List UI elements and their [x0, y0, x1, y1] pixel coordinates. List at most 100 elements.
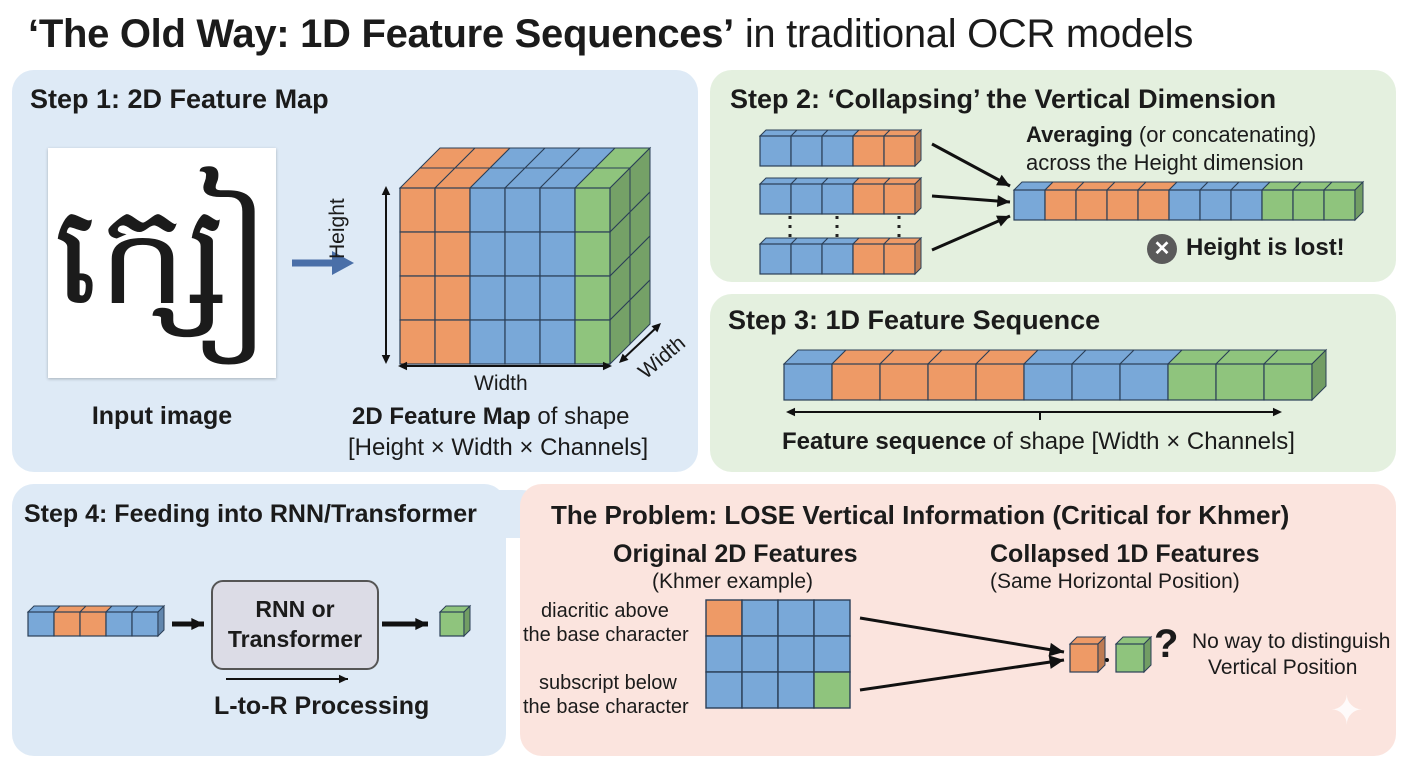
height-axis-label: Height — [326, 198, 349, 259]
step1-heading: Step 1: 2D Feature Map — [30, 84, 329, 114]
input-row-1-cell-2 — [821, 183, 854, 215]
rnn-in-arrow-head — [191, 618, 204, 630]
input-row-2-cell-4 — [883, 243, 916, 275]
averaged-row-cell-9 — [1292, 189, 1325, 221]
input-row-2-cell-3 — [852, 243, 885, 275]
cube-cell-3-2 — [469, 319, 506, 365]
feature-map-shape: [Height × Width × Channels] — [348, 434, 649, 461]
averaged-row-cell-8 — [1261, 189, 1294, 221]
cube-cell-2-1 — [434, 275, 471, 321]
collapse-arrow-2-head — [996, 195, 1010, 207]
sparkle-icon: ✦ — [1330, 689, 1364, 733]
collapse-arrow-1-head — [996, 174, 1010, 186]
sequence-span-right — [1272, 407, 1282, 417]
input-image: ក្សៀ — [48, 148, 276, 378]
input-row-2-cell-1 — [790, 243, 823, 275]
sequence-cell-5 — [1023, 363, 1073, 401]
cube-cell-1-0 — [399, 231, 436, 277]
depth-arrow-a — [619, 353, 629, 363]
rnn-box-line1: RNN or — [255, 596, 335, 622]
cube-cell-2-5 — [574, 275, 611, 321]
cube-cell-2-2 — [469, 275, 506, 321]
original-features-sub: (Khmer example) — [652, 570, 814, 593]
averaging-rest: (or concatenating) — [1132, 122, 1317, 147]
input-row-1-cell-0 — [759, 183, 792, 215]
collapsed-features-title: Collapsed 1D Features — [990, 540, 1260, 568]
grid-cell-1-0 — [705, 635, 743, 673]
cube-cell-2-4 — [539, 275, 576, 321]
step4-heading-bg — [12, 490, 542, 538]
rnn-input-cell-1 — [53, 611, 81, 637]
averaging-bold: Averaging — [1026, 122, 1133, 147]
input-row-2-cell-2 — [821, 243, 854, 275]
collapse-arrow-2 — [931, 194, 1011, 204]
rnn-input-cell-0 — [27, 611, 55, 637]
feature-map-caption: 2D Feature Map of shape — [352, 403, 629, 431]
problem-arrow-bottom-head — [1048, 655, 1064, 669]
grid-cell-0-2 — [777, 599, 815, 637]
sequence-cell-8 — [1167, 363, 1217, 401]
cube-cell-1-1 — [434, 231, 471, 277]
processing-label: L-to-R Processing — [214, 692, 430, 720]
averaging-line2: across the Height dimension — [1026, 150, 1304, 175]
cube-cell-1-5 — [574, 231, 611, 277]
sequence-side — [1311, 348, 1327, 402]
cube-cell-3-0 — [399, 319, 436, 365]
sequence-cell-4 — [975, 363, 1025, 401]
cube-cell-3-5 — [574, 319, 611, 365]
width-arrow-left — [398, 361, 408, 371]
page-title: ‘The Old Way: 1D Feature Sequences’ in t… — [28, 12, 1193, 57]
averaged-row-cell-6 — [1199, 189, 1232, 221]
input-row-1-cell-3 — [852, 183, 885, 215]
averaging-line1: Averaging (or concatenating) — [1026, 122, 1316, 148]
rnn-input-side — [157, 604, 165, 638]
grid-cell-0-3 — [813, 599, 851, 637]
feature-sequence-caption: Feature sequence of shape [Width × Chann… — [782, 428, 1295, 456]
no-way-note-1: No way to distinguish — [1192, 630, 1391, 653]
seq-caption-bold: Feature sequence — [782, 428, 987, 455]
collapse-arrow-3 — [931, 214, 1011, 252]
seq-caption-rest: of shape [Width × Channels] — [986, 428, 1295, 455]
averaged-row-cell-7 — [1230, 189, 1263, 221]
cube-cell-2-0 — [399, 275, 436, 321]
input-row-0-cell-3 — [852, 135, 885, 167]
sequence-cell-9 — [1215, 363, 1265, 401]
collapse-diagram — [758, 128, 1365, 276]
input-row-0-cell-0 — [759, 135, 792, 167]
sequence-span-left — [786, 407, 796, 417]
rnn-pipeline — [26, 604, 472, 684]
sequence-cell-1 — [831, 363, 881, 401]
grid-cell-1-2 — [777, 635, 815, 673]
cube-cell-3-3 — [504, 319, 541, 365]
lr-arrow-head — [338, 674, 348, 684]
cube-cell-1-3 — [504, 231, 541, 277]
no-way-note-2: Vertical Position — [1208, 656, 1358, 679]
grid-cell-2-1 — [741, 671, 779, 709]
subscript-label-1: subscript below — [539, 672, 677, 694]
title-rest: in traditional OCR models — [734, 12, 1194, 56]
grid-cell-0-0 — [705, 599, 743, 637]
cube-cell-0-2 — [469, 187, 506, 233]
problem-heading-bg — [538, 490, 1376, 538]
cube-cell-0-4 — [539, 187, 576, 233]
input-row-1-cell-1 — [790, 183, 823, 215]
averaged-row-cell-3 — [1106, 189, 1139, 221]
cube-cell-0-0 — [399, 187, 436, 233]
input-row-0-cell-2 — [821, 135, 854, 167]
rnn-input-cell-2 — [79, 611, 107, 637]
grid-cell-2-2 — [777, 671, 815, 709]
input-row-1-cell-4 — [883, 183, 916, 215]
collapsed-dot — [1105, 658, 1109, 662]
collapsed-a-cell-0 — [1069, 643, 1099, 673]
input-row-2-cell-0 — [759, 243, 792, 275]
averaged-row-side — [1354, 180, 1364, 222]
rnn-out-arrow-head — [415, 618, 428, 630]
caption-bold: 2D Feature Map — [352, 403, 531, 430]
grid-cell-0-1 — [741, 599, 779, 637]
input-row-2-side — [914, 236, 922, 276]
khmer-glyph: ក្សៀ — [53, 174, 271, 337]
rnn-box-line2: Transformer — [227, 626, 363, 652]
problem-arrow-top — [859, 616, 1065, 654]
rnn-output-side — [463, 604, 471, 638]
problem-arrow-bottom — [859, 658, 1065, 692]
